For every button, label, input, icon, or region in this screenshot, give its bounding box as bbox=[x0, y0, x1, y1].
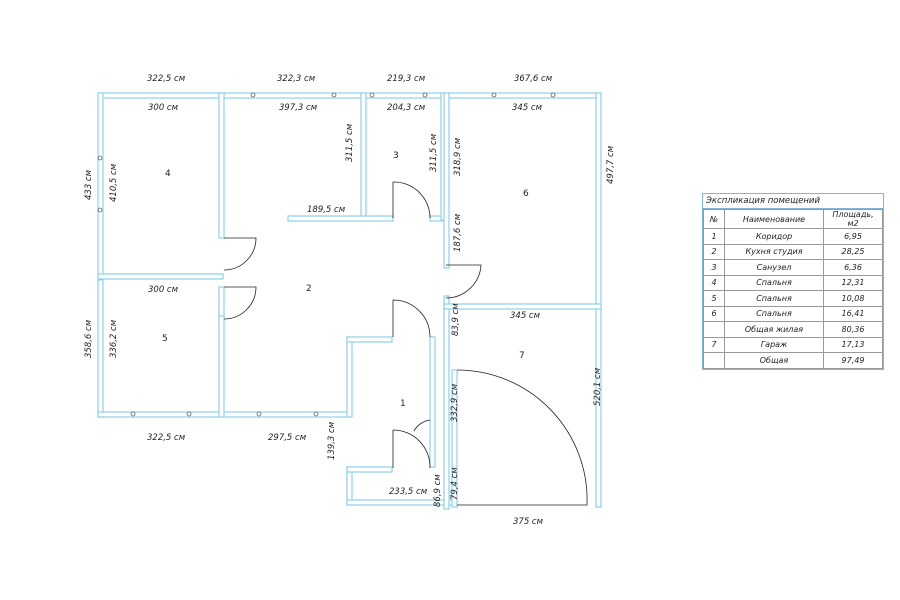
legend-cell-no bbox=[703, 352, 725, 369]
room-number-3: 3 bbox=[393, 151, 399, 161]
dim-bottom-2335: 233,5 см bbox=[389, 487, 428, 497]
legend-row: 2 Кухня студия 28,25 bbox=[703, 243, 883, 260]
room-number-2: 2 bbox=[306, 284, 312, 294]
legend-cell-no: 2 bbox=[703, 243, 725, 260]
room-number-4: 4 bbox=[165, 169, 171, 179]
room-number-5: 5 bbox=[162, 334, 168, 344]
dim-bottom-869: 86,9 см bbox=[433, 474, 443, 507]
dim-bottom-794: 79,4 см bbox=[450, 467, 460, 500]
legend-cell-no: 4 bbox=[703, 274, 725, 291]
dimension-labels: 322,5 см 322,3 см 219,3 см 367,6 см 300 … bbox=[84, 74, 616, 527]
legend-cell-no: 5 bbox=[703, 290, 725, 307]
dim-bottom-2975: 297,5 см bbox=[268, 433, 307, 443]
legend-cell-no: 7 bbox=[703, 336, 725, 353]
legend-cell-no: 6 bbox=[703, 305, 725, 322]
legend-row: 1 Коридор 6,95 bbox=[703, 228, 883, 245]
legend-cell-name: Общая bbox=[724, 352, 824, 369]
dim-top-2: 322,3 см bbox=[277, 74, 316, 84]
legend-header-area: Площадь, м2 bbox=[823, 209, 883, 229]
legend-cell-name: Спальня bbox=[724, 274, 824, 291]
dim-room1-3329: 332,9 см bbox=[450, 383, 460, 422]
dim-wall-3115-a: 311,5 см bbox=[345, 123, 355, 162]
dim-room1-1393: 139,3 см bbox=[327, 421, 337, 460]
dim-room7-width: 345 см bbox=[510, 311, 541, 321]
legend-cell-name: Кухня студия bbox=[724, 243, 824, 260]
legend-cell-area: 6,36 bbox=[823, 259, 883, 276]
room-number-1: 1 bbox=[400, 399, 406, 409]
window-marks bbox=[97, 92, 556, 417]
dim-garage-839: 83,9 см bbox=[451, 303, 461, 336]
legend-cell-no: 1 bbox=[703, 228, 725, 245]
dim-wall-3115-b: 311,5 см bbox=[429, 133, 439, 172]
legend-cell-name: Спальня bbox=[724, 290, 824, 307]
legend-cell-area: 80,36 bbox=[823, 321, 883, 338]
legend-title: Экспликация помещений bbox=[703, 194, 883, 209]
dim-room4-width: 300 см bbox=[148, 103, 179, 113]
legend-row: 7 Гараж 17,13 bbox=[703, 336, 883, 353]
rooms-legend: Экспликация помещений № Наименование Пло… bbox=[702, 193, 884, 370]
legend-cell-name: Коридор bbox=[724, 228, 824, 245]
legend-cell-name: Спальня bbox=[724, 305, 824, 322]
legend-row: Общая 97,49 bbox=[703, 352, 883, 369]
dim-partition-1895: 189,5 см bbox=[307, 205, 346, 215]
legend-cell-name: Гараж bbox=[724, 336, 824, 353]
legend-cell-area: 28,25 bbox=[823, 243, 883, 260]
legend-cell-no bbox=[703, 321, 725, 338]
legend-cell-name: Санузел bbox=[724, 259, 824, 276]
dim-left-433: 433 см bbox=[84, 169, 94, 200]
dim-room5-height: 336,2 см bbox=[109, 319, 119, 358]
dim-top-1: 322,5 см bbox=[147, 74, 186, 84]
dim-bottom-3225: 322,5 см bbox=[147, 433, 186, 443]
legend-row: 3 Санузел 6,36 bbox=[703, 259, 883, 276]
dim-top-4: 367,6 см bbox=[514, 74, 553, 84]
legend-cell-area: 17,13 bbox=[823, 336, 883, 353]
legend-table: № Наименование Площадь, м2 1 Коридор 6,9… bbox=[703, 209, 883, 369]
legend-row: 4 Спальня 12,31 bbox=[703, 274, 883, 291]
legend-header-name: Наименование bbox=[724, 209, 824, 229]
doors bbox=[223, 181, 588, 506]
legend-cell-area: 97,49 bbox=[823, 352, 883, 369]
legend-header-no: № bbox=[703, 209, 725, 229]
dim-room2-width: 397,3 см bbox=[279, 103, 318, 113]
room-number-6: 6 bbox=[523, 189, 529, 199]
dim-bottom-375: 375 см bbox=[513, 517, 544, 527]
legend-cell-area: 6,95 bbox=[823, 228, 883, 245]
dim-room4-height: 410,5 см bbox=[109, 163, 119, 202]
legend-row: Общая жилая 80,36 bbox=[703, 321, 883, 338]
dim-room6-width: 345 см bbox=[512, 103, 543, 113]
room-number-7: 7 bbox=[519, 351, 525, 361]
walls bbox=[97, 92, 602, 510]
legend-cell-no: 3 bbox=[703, 259, 725, 276]
room-numbers: 1 2 3 4 5 6 7 bbox=[162, 151, 529, 409]
dim-top-3: 219,3 см bbox=[387, 74, 426, 84]
dim-left-3586: 358,6 см bbox=[84, 319, 94, 358]
dim-right-5201: 520,1 см bbox=[593, 367, 603, 406]
dim-room3-width: 204,3 см bbox=[387, 103, 426, 113]
dim-room6-318: 318,9 см bbox=[453, 137, 463, 176]
legend-cell-name: Общая жилая bbox=[724, 321, 824, 338]
legend-row: 5 Спальня 10,08 bbox=[703, 290, 883, 307]
legend-cell-area: 16,41 bbox=[823, 305, 883, 322]
dim-room5-width: 300 см bbox=[148, 285, 179, 295]
legend-row: 6 Спальня 16,41 bbox=[703, 305, 883, 322]
legend-header-row: № Наименование Площадь, м2 bbox=[703, 209, 883, 229]
dim-right-4977: 497,7 см bbox=[606, 145, 616, 184]
dim-room6-1876: 187,6 см bbox=[453, 213, 463, 252]
legend-cell-area: 12,31 bbox=[823, 274, 883, 291]
legend-cell-area: 10,08 bbox=[823, 290, 883, 307]
